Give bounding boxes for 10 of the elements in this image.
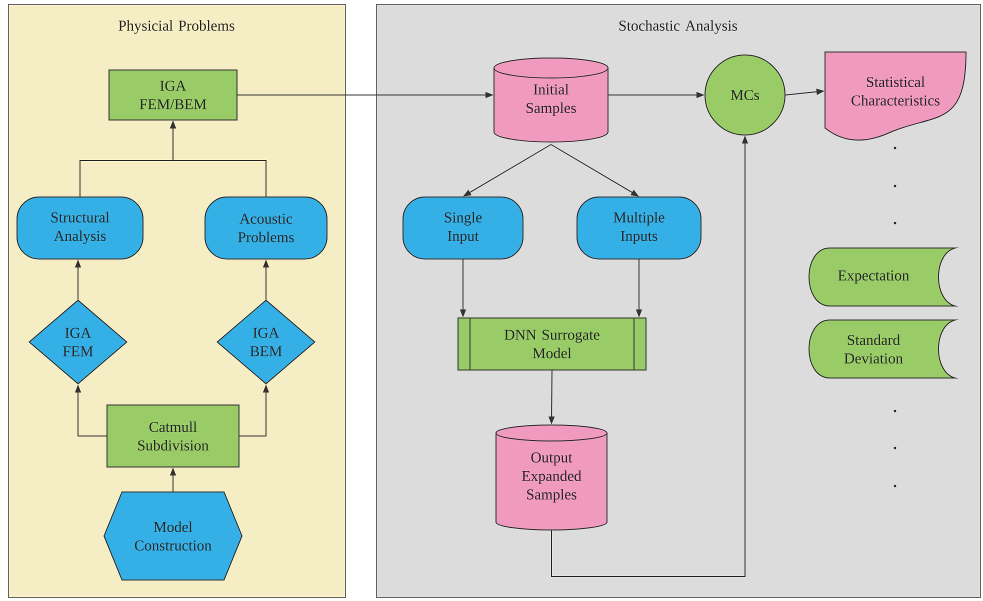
circle-node: MCs (704, 54, 786, 136)
rounded-box: Structural Analysis (16, 196, 144, 260)
rounded-box: Multiple Inputs (576, 196, 702, 260)
process-box: IGA FEM/BEM (108, 70, 238, 120)
predefined-process-box: DNN Surrogate Model (458, 318, 646, 370)
rounded-box: Acoustic Problems (204, 196, 328, 260)
process-box: Catmull Subdivision (106, 404, 240, 468)
database-cylinder: Initial Samples (494, 58, 608, 142)
database-cylinder: Output Expanded Samples (496, 424, 608, 530)
rounded-box: Single Input (402, 196, 524, 260)
